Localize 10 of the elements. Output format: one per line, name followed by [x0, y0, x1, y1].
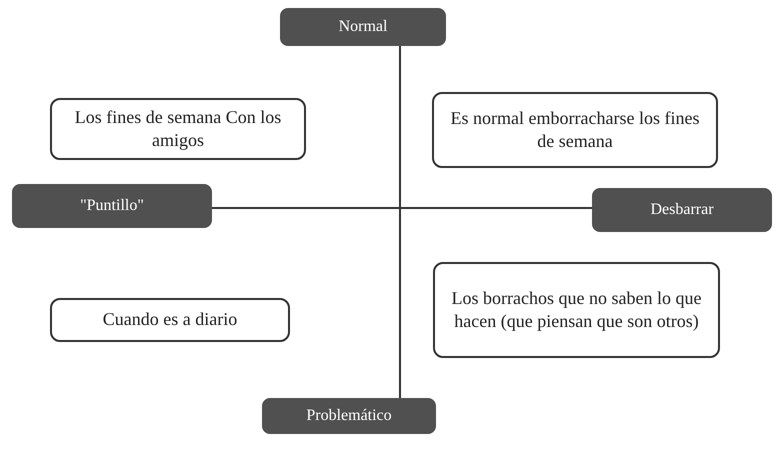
axis-label-box: "Puntillo": [12, 184, 212, 228]
quadrant-box: Cuando es a diario: [50, 298, 290, 342]
axis-label-box: Normal: [280, 8, 446, 46]
quadrant-box: Los borrachos que no saben lo que hacen (que piensan que son otros): [433, 262, 720, 358]
axis-label-box: Desbarrar: [592, 188, 772, 232]
quadrant-box: Los fines de semana Con los amigos: [50, 98, 306, 160]
axis-line: [399, 46, 401, 398]
axis-label-box: Problemático: [262, 398, 436, 434]
axis-line: [212, 207, 592, 209]
quadrant-box: Es normal emborracharse los fines de semana: [432, 92, 718, 168]
